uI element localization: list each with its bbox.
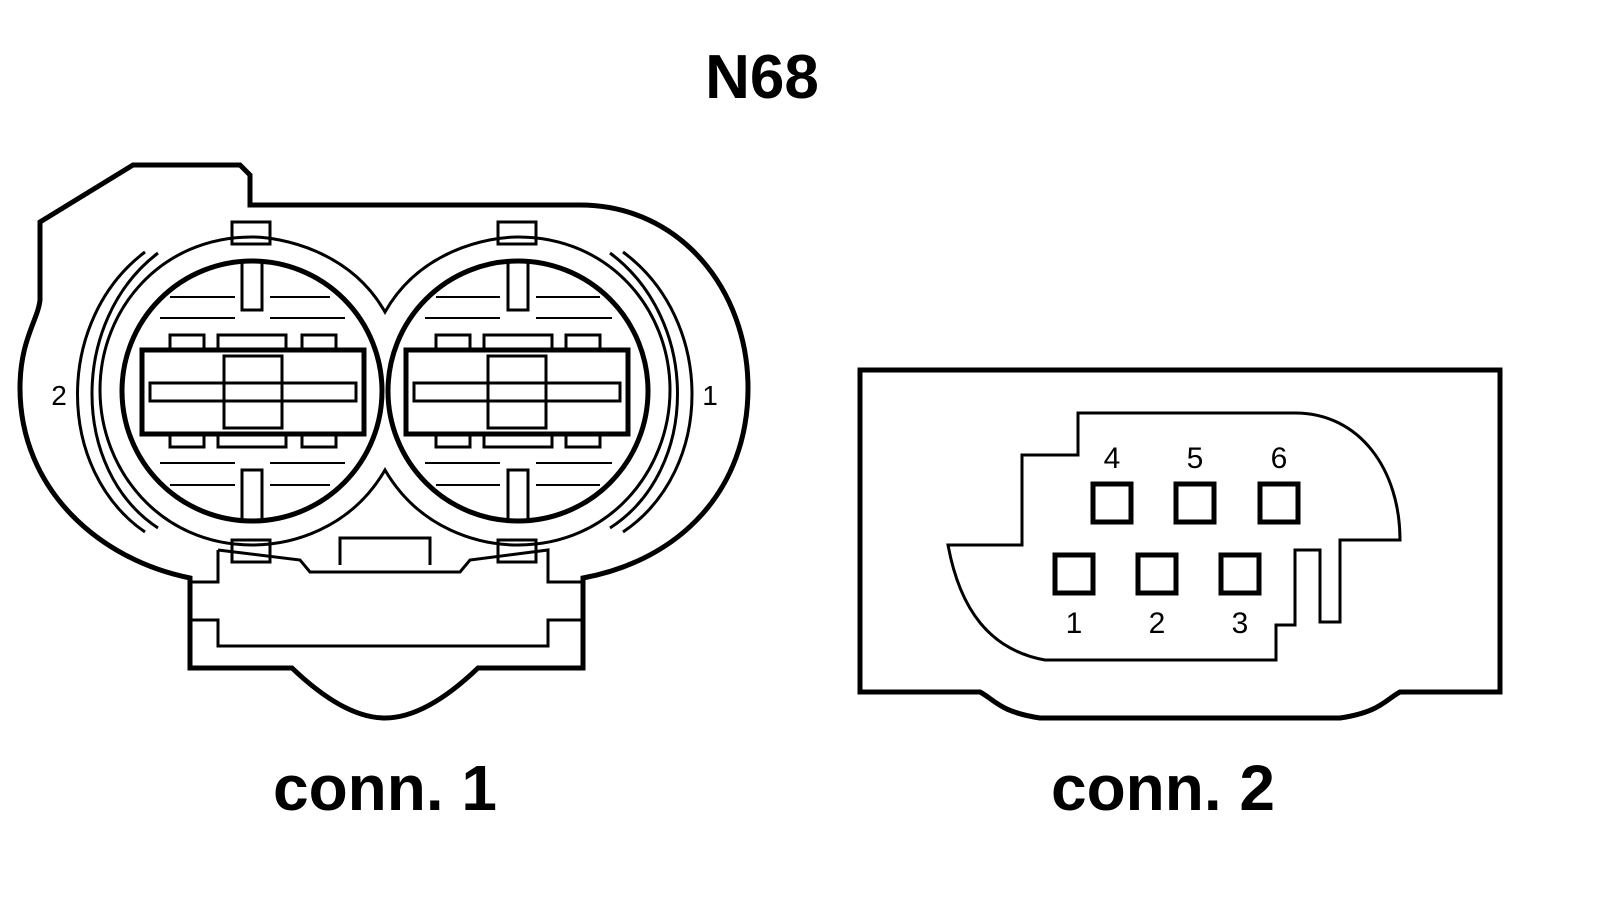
- connector-1-cavity-right: [385, 220, 651, 564]
- diagram-title: N68: [705, 43, 819, 112]
- connector-2-pin-1: [1052, 552, 1096, 596]
- connector-1-left-ring-outer-2: [76, 250, 146, 534]
- connector-1-latch: [190, 548, 583, 584]
- connector-1-label: conn. 1: [273, 752, 497, 824]
- key-tab: [230, 220, 272, 246]
- connector-2-pin-label: 5: [1187, 442, 1204, 475]
- connector-2-pin-label: 2: [1149, 607, 1166, 640]
- connector-2-shroud: [946, 411, 1402, 662]
- connector-1-pin-label: 1: [702, 380, 718, 411]
- connector-2-housing: [857, 367, 1503, 721]
- connector-2-pin-6: [1257, 481, 1301, 525]
- connector-2: 4 5 6 1 2 3: [857, 367, 1503, 721]
- connector-2-pin-label: 6: [1271, 442, 1288, 475]
- connector-2-pin-label: 1: [1066, 607, 1083, 640]
- connector-2-pin-2: [1135, 552, 1179, 596]
- terminal-block: [403, 347, 631, 437]
- connector-1-left-ring-outer: [90, 251, 159, 530]
- connector-2-pin-4: [1090, 481, 1134, 525]
- connector-2-label: conn. 2: [1051, 752, 1275, 824]
- terminal-block: [139, 347, 367, 437]
- connector-1-cavity-left: [119, 220, 385, 564]
- connector-2-pin-label: 3: [1232, 607, 1249, 640]
- connector-1-right-ring-outer-2: [622, 250, 694, 534]
- connector-1-pin-label: 2: [51, 380, 67, 411]
- connector-2-pin-label: 4: [1104, 442, 1121, 475]
- connector-2-pin-3: [1218, 552, 1262, 596]
- key-tab: [496, 220, 538, 246]
- connector-1-housing: [17, 162, 751, 721]
- connector-1: 2 1: [17, 162, 751, 721]
- connector-2-pin-5: [1173, 481, 1217, 525]
- connector-1-right-ring-outer: [609, 251, 679, 530]
- connector-1-shroud: [98, 235, 672, 547]
